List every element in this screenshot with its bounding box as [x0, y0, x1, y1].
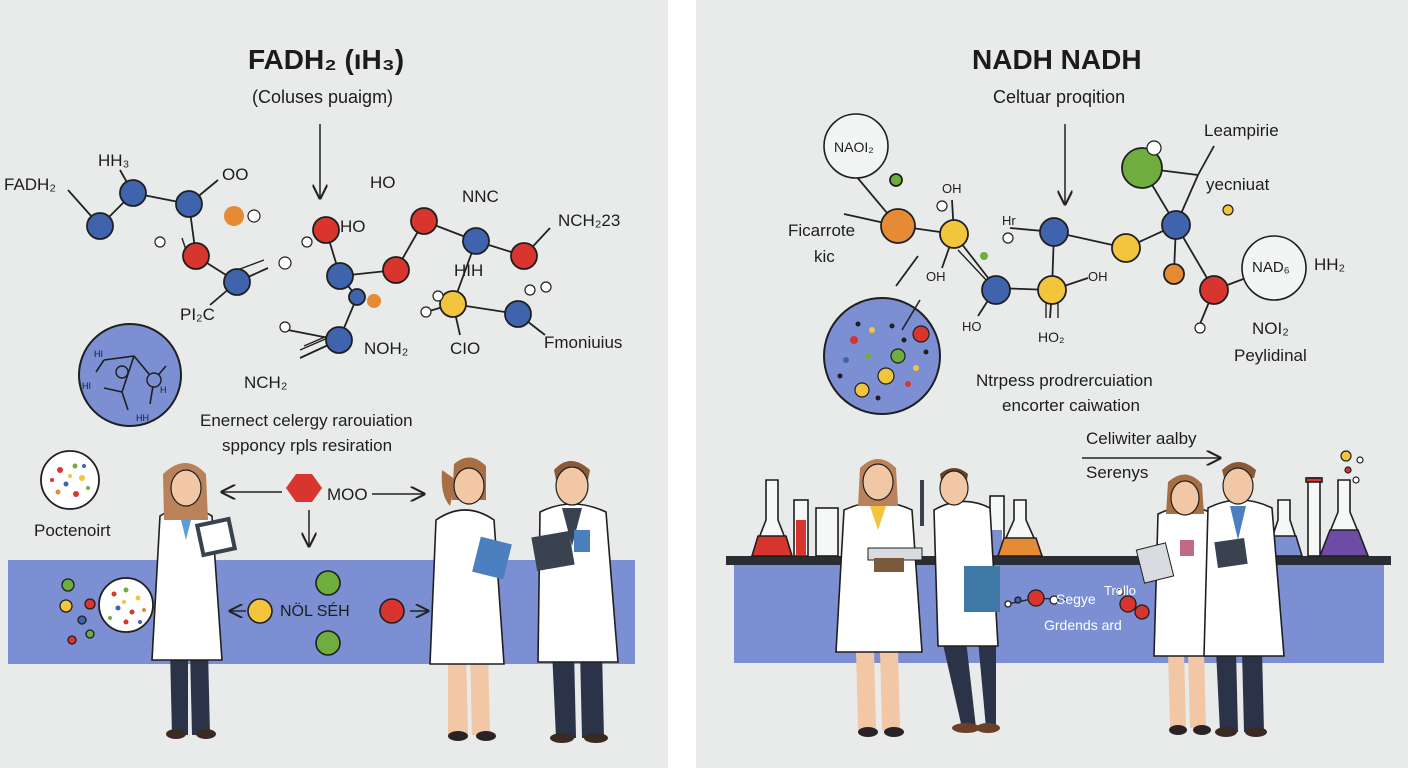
green-atom-2 — [315, 630, 341, 656]
right-molecule-diagram — [823, 113, 1364, 484]
label-oo: OO — [222, 165, 249, 184]
label-noi2: NOI₂ — [1252, 319, 1289, 338]
label-nol-seh: NÖL SÉH — [280, 603, 350, 620]
scientist-man-2 — [920, 468, 1000, 733]
label-ntrpess-line2: encorter caiwation — [1002, 396, 1140, 415]
label-nch23: NCH₂23 — [558, 211, 621, 230]
label-energy-line2: spponcy rpls resiration — [222, 436, 393, 455]
label-trollo: Trollo — [1104, 583, 1137, 598]
circle-label-2: HI — [82, 381, 91, 391]
circle-label-4: H — [160, 385, 167, 395]
sphere-connector — [901, 299, 921, 331]
left-subtitle: (Coluses puaigm) — [252, 87, 394, 107]
label-yecniuat: yecniuat — [1206, 175, 1270, 194]
red-atom — [379, 598, 405, 624]
floating-atoms — [1340, 450, 1364, 484]
molecule-circle-icon — [78, 323, 182, 427]
label-fmoniuius: Fmoniuius — [544, 333, 623, 352]
right-title: NADH NADH — [972, 44, 1142, 75]
label-oh-right: OH — [1088, 269, 1108, 284]
glassware — [750, 477, 1370, 557]
atoms — [86, 179, 552, 354]
left-title: FADH₂ (ıH₃) — [248, 44, 405, 75]
label-noh2: NOH₂ — [364, 339, 409, 358]
label-ho-top: HO — [370, 173, 396, 192]
label-hih: HIH — [454, 261, 484, 280]
label-segye: Segye — [1056, 591, 1096, 607]
nads-ring — [1241, 235, 1307, 301]
label-fadh2: FADH₂ — [4, 175, 56, 194]
label-nch2: NCH₂ — [244, 373, 288, 392]
label-oh-top: OH — [942, 181, 962, 196]
label-energy-line1: Enernect celergy rarouiation — [200, 411, 413, 430]
right-panel: NADH NADH Celtuar proqition NAOI₂ Leampi… — [696, 0, 1408, 768]
green-atom — [315, 570, 341, 596]
label-hr: Hr — [1002, 213, 1016, 228]
particle-cluster-icon — [98, 577, 154, 633]
atoms — [880, 140, 1234, 334]
label-ho-mid: HO — [340, 217, 366, 236]
right-band-content — [750, 459, 1370, 737]
scientist-man-1 — [531, 461, 619, 743]
left-panel: FADH₂ (ıH₃) (Coluses puaigm) FADH₂ HH₃ O… — [0, 0, 668, 768]
label-moo: MOO — [327, 485, 368, 504]
left-band-content — [59, 457, 619, 743]
label-hh3: HH₃ — [98, 151, 130, 170]
band-molecule — [1004, 588, 1150, 620]
particle-circle-icon — [40, 450, 100, 510]
lab-counter — [726, 556, 1391, 565]
label-nads: NAD₆ — [1252, 259, 1290, 276]
naoi2-ring — [823, 113, 889, 179]
label-nnc: NNC — [462, 187, 499, 206]
yellow-atom — [247, 598, 273, 624]
right-subtitle: Celtuar proqition — [993, 87, 1126, 107]
label-serenys: Serenys — [1086, 463, 1149, 482]
label-ho2: HO₂ — [1038, 329, 1065, 345]
label-kic: kic — [814, 247, 835, 266]
label-peylidinal: Peylidinal — [1234, 346, 1307, 365]
scientist-woman-3 — [835, 459, 923, 737]
hexagon-icon — [286, 474, 322, 502]
particle-sphere-icon — [823, 297, 941, 415]
label-oh-left: OH — [926, 269, 946, 284]
circle-label-1: HI — [94, 349, 103, 359]
particles — [108, 587, 146, 625]
label-leampirie: Leampirie — [1204, 121, 1279, 140]
label-poctenoirt: Poctenoirt — [34, 521, 111, 540]
label-ho-bottom: HO — [962, 319, 982, 334]
label-ntrpess-line1: Ntrpess prodrercuiation — [976, 371, 1153, 390]
label-pi2c: PI₂C — [180, 305, 215, 324]
left-molecule-diagram — [40, 124, 552, 768]
circle-label-3: HH — [136, 413, 149, 423]
scientist-man-3 — [1203, 462, 1285, 737]
label-naoi2: NAOI₂ — [834, 139, 874, 155]
label-cio: CIO — [450, 339, 481, 358]
loose-atoms — [59, 578, 96, 645]
scientist-woman-1 — [151, 463, 238, 739]
scientist-woman-2 — [429, 457, 512, 741]
label-hh2: HH₂ — [1314, 255, 1346, 274]
label-celiwiter: Celiwiter aalby — [1086, 429, 1197, 448]
label-grdends: Grdends ard — [1044, 617, 1122, 633]
label-ficarrote: Ficarrote — [788, 221, 856, 240]
